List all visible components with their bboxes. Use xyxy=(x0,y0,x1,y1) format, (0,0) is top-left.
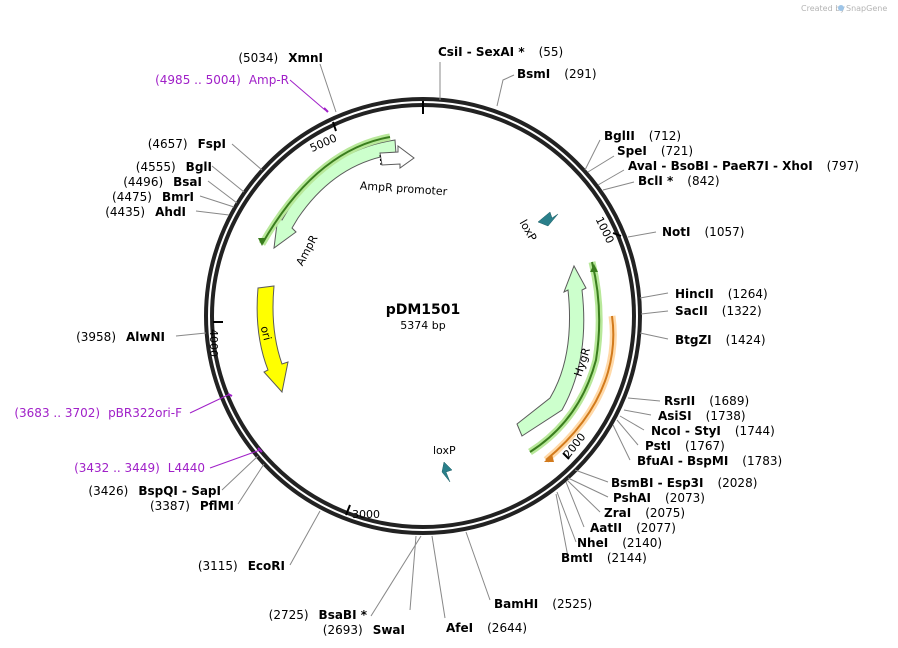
site-psti[interactable]: PstI(1767) xyxy=(645,439,725,453)
leader-lines-right xyxy=(431,62,669,619)
credit-text: Created by xyxy=(801,4,845,13)
tick-3000: 3000 xyxy=(352,508,380,521)
primer-arrowhead-right-green-icon xyxy=(590,264,598,272)
loxp-bottom-icon[interactable] xyxy=(441,461,453,483)
ori-label: ori xyxy=(258,325,274,342)
site-bfuai[interactable]: BfuAI - BspMI(1783) xyxy=(637,454,782,468)
site-bsabi[interactable]: (2725)BsaBI * xyxy=(269,608,368,622)
primer-marker-ampr xyxy=(323,107,329,113)
site-csii[interactable]: CsiI - SexAI *(55) xyxy=(438,45,563,59)
snapgene-logo-icon xyxy=(838,5,844,11)
primer-pbr322ori-f[interactable]: (3683 .. 3702)pBR322ori-F xyxy=(14,406,182,420)
loxp-top-label: loxP xyxy=(517,217,540,243)
site-xmni[interactable]: (5034)XmnI xyxy=(238,51,323,65)
site-spei[interactable]: SpeI(721) xyxy=(617,144,693,158)
primer-arrowhead-right-orange-icon xyxy=(544,454,554,462)
tick-1000: 1000 xyxy=(593,215,617,246)
site-aatii[interactable]: AatII(2077) xyxy=(590,521,676,535)
site-sacii[interactable]: SacII(1322) xyxy=(675,304,762,318)
site-avai[interactable]: AvaI - BsoBI - PaeR7I - XhoI(797) xyxy=(628,159,859,173)
site-nhei[interactable]: NheI(2140) xyxy=(577,536,662,550)
hygr-arrow[interactable] xyxy=(516,264,587,437)
site-bspqi[interactable]: (3426)BspQI - SapI xyxy=(88,484,221,498)
site-pflmi[interactable]: (3387)PflMI xyxy=(150,499,234,513)
site-afei[interactable]: AfeI(2644) xyxy=(446,621,527,635)
primer-arrowhead-left-green-icon xyxy=(258,238,266,246)
loxp-bottom-label: loxP xyxy=(433,444,456,457)
site-bglii[interactable]: BglII(712) xyxy=(604,129,681,143)
site-ecori[interactable]: (3115)EcoRI xyxy=(198,559,285,573)
site-fspi[interactable]: (4657)FspI xyxy=(148,137,226,151)
site-bmti[interactable]: BmtI(2144) xyxy=(561,551,647,565)
site-ahdi[interactable]: (4435)AhdI xyxy=(105,205,186,219)
backbone-outer xyxy=(204,97,642,535)
site-bsmi[interactable]: BsmI(291) xyxy=(517,67,597,81)
site-asisi[interactable]: AsiSI(1738) xyxy=(658,409,746,423)
site-bsai[interactable]: (4496)BsaI xyxy=(123,175,202,189)
ampr-promoter-label: AmpR promoter xyxy=(359,179,448,198)
tick-5000-mark xyxy=(332,121,337,132)
site-bsmbi[interactable]: BsmBI - Esp3I(2028) xyxy=(611,476,757,490)
site-bmri[interactable]: (4475)BmrI xyxy=(112,190,194,204)
site-pshai[interactable]: PshAI(2073) xyxy=(613,491,705,505)
plasmid-size: 5374 bp xyxy=(400,319,445,332)
primer-l4440[interactable]: (3432 .. 3449)L4440 xyxy=(74,461,205,475)
primer-labels: (4985 .. 5004)Amp-R (3683 .. 3702)pBR322… xyxy=(14,73,289,475)
plasmid-name: pDM1501 xyxy=(386,302,461,318)
ampr-label: AmpR xyxy=(294,233,321,268)
credit-brand: SnapGene xyxy=(846,4,887,13)
sites-left: (5034)XmnI (4657)FspI (4555)BglI (4496)B… xyxy=(76,51,405,637)
ampr-promoter-arrow[interactable] xyxy=(379,145,415,169)
sites-right: CsiI - SexAI *(55) BsmI(291) BglII(712) … xyxy=(438,45,859,635)
site-hincii[interactable]: HincII(1264) xyxy=(675,287,768,301)
site-bgli[interactable]: (4555)BglI xyxy=(136,160,212,174)
primer-leader-lines xyxy=(189,79,326,469)
primer-arc-green-left-line xyxy=(261,136,391,245)
primer-arc-orange-right-line xyxy=(545,315,615,461)
site-bcli[interactable]: BclI *(842) xyxy=(638,174,720,188)
primer-arc-green-right-line xyxy=(529,261,601,453)
site-btgzi[interactable]: BtgZI(1424) xyxy=(675,333,766,347)
tick-3000-mark xyxy=(345,504,351,516)
tick-1000-mark xyxy=(612,232,622,237)
site-swai[interactable]: (2693)SwaI xyxy=(323,623,405,637)
site-rsrii[interactable]: RsrII(1689) xyxy=(664,394,749,408)
site-zrai[interactable]: ZraI(2075) xyxy=(604,506,685,520)
site-noti[interactable]: NotI(1057) xyxy=(662,225,744,239)
site-ncoi[interactable]: NcoI - StyI(1744) xyxy=(651,424,775,438)
leader-lines-left xyxy=(175,63,422,617)
primer-amp-r[interactable]: (4985 .. 5004)Amp-R xyxy=(155,73,289,87)
ori-arrow[interactable] xyxy=(256,285,289,394)
loxp-top-icon[interactable] xyxy=(537,211,559,227)
ampr-promoter-boundary xyxy=(379,154,382,167)
site-alwni[interactable]: (3958)AlwNI xyxy=(76,330,165,344)
tick-4000: 4000 xyxy=(207,329,220,357)
tick-2000-mark xyxy=(562,452,570,460)
site-bamhi[interactable]: BamHI(2525) xyxy=(494,597,592,611)
